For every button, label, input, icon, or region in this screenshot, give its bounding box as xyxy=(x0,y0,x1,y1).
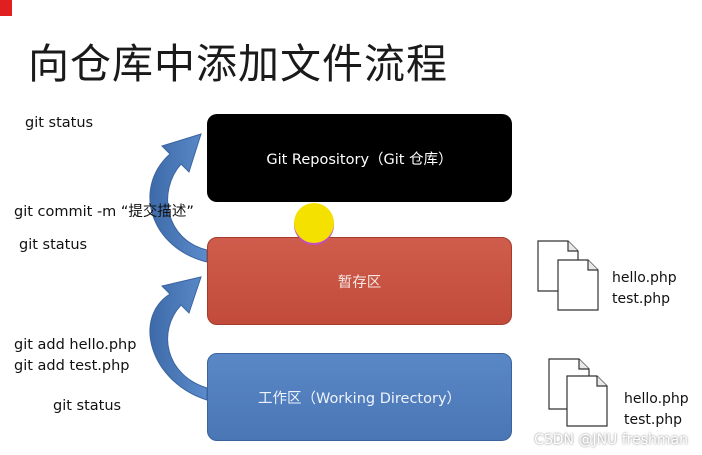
staged-file-list: hello.php test.php xyxy=(612,268,677,310)
git-status-command: git status xyxy=(25,115,94,131)
git-status-command: git status xyxy=(53,398,122,414)
git-repository-label: Git Repository（Git 仓库） xyxy=(266,151,453,168)
working-directory-box: 工作区（Working Directory） xyxy=(207,353,512,441)
working-directory-label: 工作区（Working Directory） xyxy=(257,390,462,407)
curved-arrow-icon xyxy=(149,276,208,401)
corner-marker xyxy=(0,0,12,16)
staging-area-label: 暂存区 xyxy=(337,274,382,291)
git-add-hello-command: git add hello.php xyxy=(14,337,137,353)
watermark: CSDN @JNU freshman xyxy=(534,432,688,448)
working-file-list: hello.php test.php xyxy=(624,389,689,431)
file-name: hello.php xyxy=(612,270,677,286)
git-commit-command: git commit -m “提交描述” xyxy=(14,204,194,220)
file-name: test.php xyxy=(624,412,682,428)
file-name: test.php xyxy=(612,291,670,307)
curved-arrow-icon xyxy=(149,133,208,263)
git-status-command: git status xyxy=(19,237,88,253)
document-icon xyxy=(537,240,599,311)
cursor-highlight xyxy=(294,203,334,243)
git-repository-box: Git Repository（Git 仓库） xyxy=(207,114,512,202)
document-icon xyxy=(548,358,608,427)
git-add-test-command: git add test.php xyxy=(14,358,130,374)
page-title: 向仓库中添加文件流程 xyxy=(28,40,448,88)
staging-area-box: 暂存区 xyxy=(207,237,512,325)
file-name: hello.php xyxy=(624,391,689,407)
